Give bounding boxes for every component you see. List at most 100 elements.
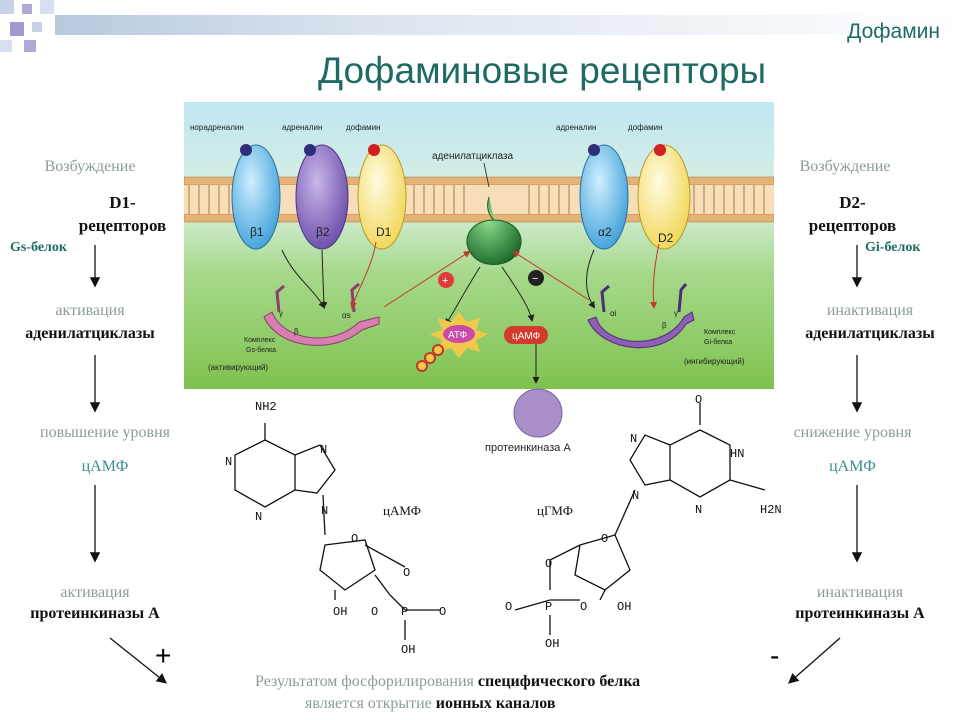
right-step3-bold: протеинкиназы А [795, 605, 925, 622]
adrenaline-ligand-icon [304, 144, 316, 156]
right-step2-grey: снижение уровня [793, 424, 912, 441]
left-protein-label: Gs-белок [10, 240, 67, 255]
camp-box-label: цАМФ [512, 331, 541, 342]
camp-o3: O [371, 605, 378, 619]
left-step3-bold: протеинкиназы А [30, 605, 160, 622]
gi-complex [587, 311, 695, 349]
right-step2-teal: цАМФ [829, 458, 876, 475]
cgmp-ring-o: O [601, 532, 608, 546]
camp-oh: OH [333, 605, 347, 619]
right-excitation: Возбуждение [799, 158, 891, 175]
camp-n9: N [321, 504, 328, 518]
cgmp-n9: N [632, 489, 639, 503]
adenylate-cyclase-enzyme [466, 196, 522, 265]
ligand-label-adrenaline-left: адреналин [282, 123, 322, 132]
atp-molecule [443, 325, 475, 343]
page-title: Дофаминовые рецепторы [318, 50, 767, 91]
activation-plus-icon [438, 272, 454, 288]
footer-line2-bold: ионных каналов [435, 695, 556, 712]
activation-plus: + [442, 275, 448, 287]
right-protein-label: Gi-белок [865, 240, 921, 255]
right-step3-grey: инактивация [816, 584, 904, 601]
alpha2-receptor [579, 144, 629, 250]
cgmp-hn: HN [730, 447, 744, 461]
camp-p: P [401, 605, 408, 619]
camp-n1: N [225, 455, 232, 469]
gi-subunit-beta: β [662, 321, 667, 330]
cgmp-label: цГМФ [537, 503, 573, 518]
right-sign: - [770, 640, 780, 671]
footer-line1-bold: специфического белка [477, 673, 641, 690]
cgmp-p-oh: OH [545, 637, 559, 651]
receptor-label-d2: D2 [658, 231, 674, 245]
inhibition-minus: − [532, 273, 538, 285]
cgmp-p: P [545, 600, 552, 614]
corner-squares-decoration [0, 0, 54, 52]
footer-line2-grey: является открытие [305, 695, 432, 712]
header-gradient-bar [55, 15, 960, 35]
camp-p-oh: OH [401, 643, 415, 657]
right-receptor-label: D2- рецепторов [808, 193, 897, 235]
atp-label: АТФ [448, 330, 468, 341]
left-excitation: Возбуждение [44, 158, 136, 175]
left-step1-bold: аденилатциклазы [25, 325, 155, 342]
receptor-label-beta2: β2 [316, 225, 330, 239]
left-step3-grey: активация [60, 584, 130, 601]
beta1-receptor [231, 144, 281, 250]
receptor-label-beta1: β1 [250, 225, 264, 239]
adrenaline-ligand-right-icon [588, 144, 600, 156]
cgmp-n3: N [695, 503, 702, 517]
right-arrow-4 [788, 637, 841, 684]
camp-n7: N [320, 443, 327, 457]
beta2-receptor [295, 144, 349, 250]
cgmp-o3: O [580, 600, 587, 614]
gs-complex-label-1: Комплекс [244, 337, 276, 344]
left-arrow-4 [109, 637, 168, 684]
left-step1-grey: активация [55, 302, 125, 319]
dopamine-ligand-right-icon [654, 144, 666, 156]
pka-label: протеинкиназа А [485, 442, 571, 454]
camp-box [504, 326, 548, 344]
section-title: Дофамин [847, 20, 940, 43]
footer-line-2: является открытие ионных каналов [305, 695, 555, 713]
gi-complex-label-2: Gi-белка [704, 338, 732, 346]
cgmp-oh: OH [617, 600, 631, 614]
camp-o5: O [403, 566, 410, 580]
gs-subunit-beta: β [294, 327, 299, 336]
gi-complex-label-3: (ингибирующий) [684, 357, 745, 366]
gs-subunit-gamma: γ [279, 309, 283, 318]
gs-complex-label-2: Gs-белка [246, 346, 276, 354]
cgmp-h2n: H2N [760, 503, 782, 517]
cgmp-n7: N [630, 432, 637, 446]
ligand-label-noradrenaline: норадреналин [190, 123, 244, 132]
gi-complex-label-1: Комплекс [704, 329, 736, 336]
footer-line-1: Результатом фосфорилирования специфическ… [255, 673, 640, 691]
right-step1-grey: инактивация [826, 302, 914, 319]
left-column: Возбуждение [0, 158, 180, 176]
ligand-label-adrenaline-right: адреналин [556, 123, 596, 132]
cgmp-o5: O [545, 557, 552, 571]
camp-nh2-group: NH2 [255, 400, 277, 414]
gs-complex [263, 311, 380, 346]
camp-n3: N [255, 510, 262, 524]
noradrenaline-ligand-icon [240, 144, 252, 156]
gs-subunit-alpha: αs [342, 311, 351, 320]
camp-p-o: O [439, 605, 446, 619]
left-step2-grey: повышение уровня [40, 424, 170, 441]
camp-label: цАМФ [383, 503, 421, 518]
ligand-label-dopamine-right: дофамин [628, 123, 663, 132]
protein-kinase-a [513, 388, 563, 438]
left-sign: + [155, 640, 172, 671]
membrane-panel: норадреналин адреналин дофамин адреналин… [184, 102, 774, 389]
left-step2-teal: цАМФ [81, 458, 129, 475]
camp-ring-o: O [351, 532, 358, 546]
inhibition-minus-icon [528, 270, 544, 286]
left-receptor-label: D1- рецепторов [78, 193, 167, 235]
dopamine-ligand-icon [368, 144, 380, 156]
enzyme-label: аденилатциклаза [432, 151, 513, 162]
gs-complex-label-3: (активирующий) [208, 363, 268, 372]
right-step1-bold: аденилатциклазы [805, 325, 935, 342]
gi-subunit-gamma: γ [674, 309, 678, 318]
receptor-label-alpha2: α2 [598, 225, 612, 239]
